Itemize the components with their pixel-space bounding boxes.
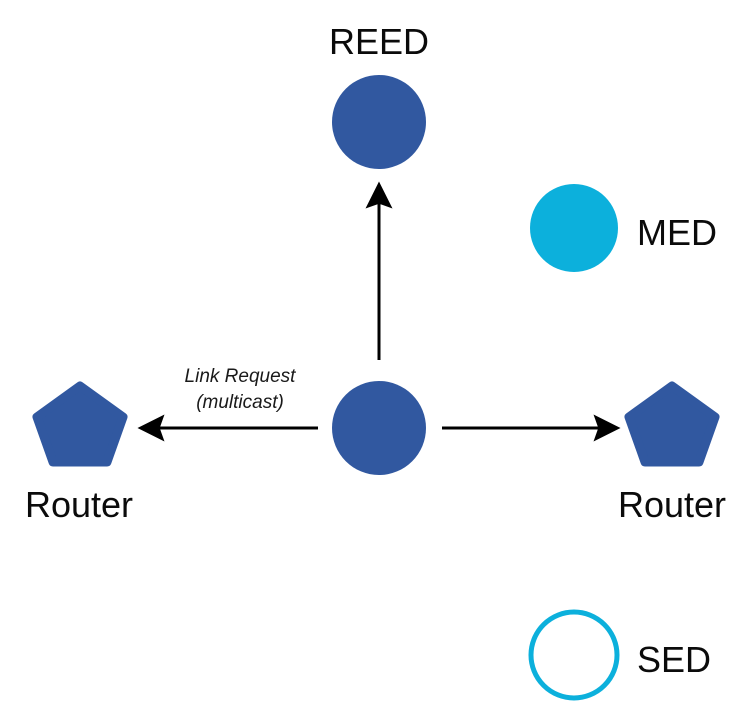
- node-sed[interactable]: SED: [528, 609, 711, 701]
- reed-label: REED: [329, 21, 429, 62]
- link-request-label-line2: (multicast): [196, 392, 284, 413]
- sed-circle-outline-icon[interactable]: [528, 609, 620, 701]
- med-label: MED: [637, 212, 717, 253]
- link-request-label: Link Request (multicast): [185, 366, 297, 413]
- link-request-label-line1: Link Request: [185, 366, 297, 387]
- edges-group: [137, 181, 621, 442]
- router-left-pentagon-icon[interactable]: [32, 381, 128, 467]
- router-left-label: Router: [25, 484, 133, 525]
- node-router-right[interactable]: Router: [618, 381, 726, 525]
- node-leader-center[interactable]: [332, 381, 426, 475]
- router-right-label: Router: [618, 484, 726, 525]
- med-circle-icon[interactable]: [530, 184, 618, 272]
- node-med[interactable]: MED: [530, 184, 717, 272]
- reed-circle-icon[interactable]: [332, 75, 426, 169]
- router-right-pentagon-icon[interactable]: [624, 381, 720, 467]
- node-router-left[interactable]: Router: [25, 381, 133, 525]
- node-reed[interactable]: REED: [329, 21, 429, 169]
- sed-label: SED: [637, 639, 711, 680]
- leader-circle-icon[interactable]: [332, 381, 426, 475]
